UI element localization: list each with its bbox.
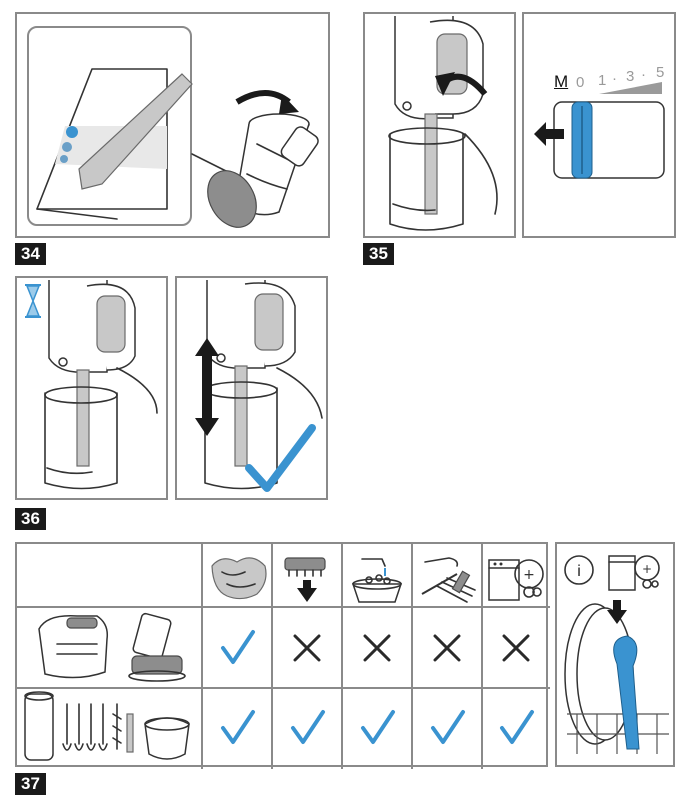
illustration-36-left xyxy=(25,280,158,490)
blender-foot-icon xyxy=(613,635,640,750)
illustration-35-left xyxy=(388,16,498,231)
info-icon: i xyxy=(577,563,581,580)
panel-35-left xyxy=(363,12,516,238)
check-icon xyxy=(500,710,534,744)
base-unit-and-stand-icon xyxy=(38,612,186,682)
dishwasher-info-panel: i + xyxy=(555,542,675,767)
brush-cleaning-icon xyxy=(421,557,476,603)
arrow-left-icon xyxy=(534,122,564,146)
cleaning-table-grid: + xyxy=(17,544,550,769)
brush-under-tap-icon xyxy=(284,557,326,602)
check-icon xyxy=(221,710,255,744)
step-number-36: 36 xyxy=(15,508,46,530)
check-icon xyxy=(361,710,395,744)
panel-34 xyxy=(15,12,330,238)
checkmark-icon xyxy=(245,424,316,492)
step-number-34: 34 xyxy=(15,243,46,265)
check-icon xyxy=(431,710,465,744)
dishwasher-icon: + xyxy=(488,559,544,601)
cross-icon xyxy=(363,634,391,662)
arrow-down-icon xyxy=(607,600,627,624)
hourglass-icon xyxy=(25,284,41,318)
dishwasher-icon: + xyxy=(608,555,660,591)
panel-35-right: M 0 1 · 3 · 5 xyxy=(522,12,676,238)
water-bowl-icon xyxy=(351,558,403,603)
illustration-36-right xyxy=(195,280,323,492)
cleaning-table: + xyxy=(15,542,550,769)
panel-36-right xyxy=(175,276,328,500)
speed-label-dot-a: · xyxy=(612,70,617,87)
cleaning-marks xyxy=(221,630,534,744)
svg-text:+: + xyxy=(523,567,535,583)
speed-switch-illustration xyxy=(534,82,665,179)
accessories-icon xyxy=(24,691,190,761)
speed-mark-m: M xyxy=(554,72,569,91)
cross-icon xyxy=(502,634,530,662)
step-number-35: 35 xyxy=(363,243,394,265)
panel-36-left xyxy=(15,276,168,500)
step-number-37: 37 xyxy=(15,773,46,795)
cross-icon xyxy=(293,634,321,662)
up-down-arrow-icon xyxy=(195,338,219,436)
speed-label-5: 5 xyxy=(656,64,665,81)
dishwasher-info-illustration: i + xyxy=(564,555,669,754)
speed-label-dot-b: · xyxy=(641,66,646,83)
speed-label-1: 1 xyxy=(598,72,607,89)
cross-icon xyxy=(433,634,461,662)
water-level-dot xyxy=(66,126,78,138)
speed-label-0: 0 xyxy=(576,74,585,91)
damp-cloth-icon xyxy=(211,557,267,600)
speed-scale: M 0 1 · 3 · 5 xyxy=(554,64,674,96)
speed-label-3: 3 xyxy=(626,68,635,85)
svg-text:+: + xyxy=(642,562,652,576)
illustration-34 xyxy=(36,68,319,228)
check-icon xyxy=(221,630,255,664)
check-icon xyxy=(291,710,325,744)
